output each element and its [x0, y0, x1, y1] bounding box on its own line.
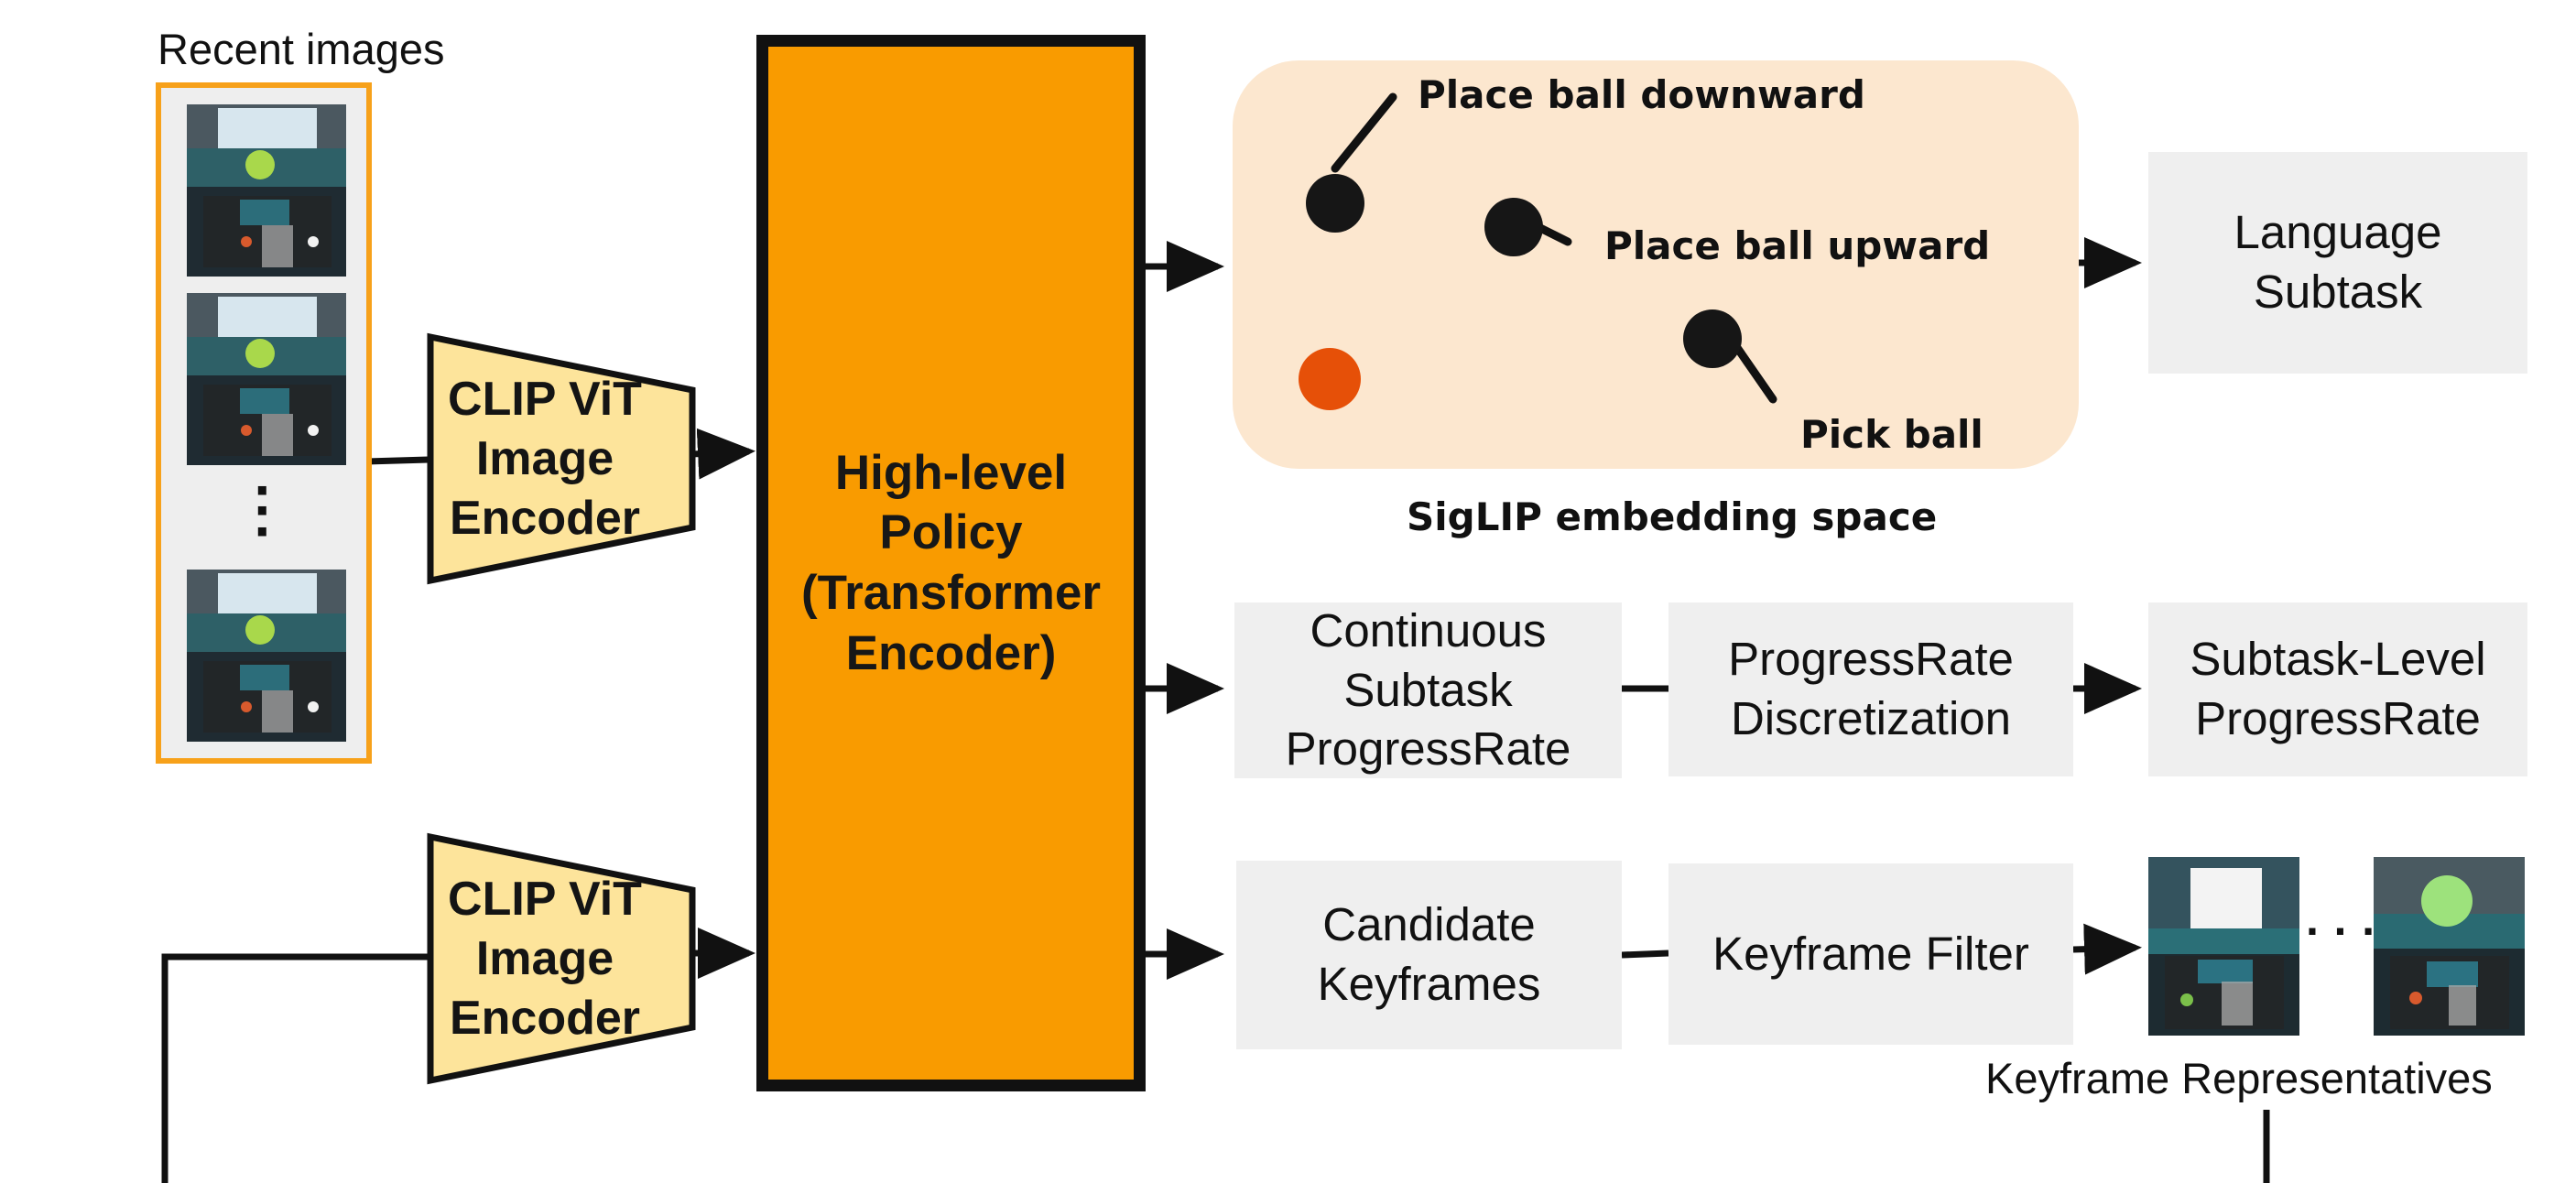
recent-image-thumbnail [187, 104, 346, 277]
arrow-encoder-to-policy [690, 428, 755, 480]
recent-image-thumbnail [187, 293, 346, 465]
progress-discretization-box: ProgressRate Discretization [1668, 602, 2073, 776]
label-place-ball-downward: Place ball downward [1418, 72, 1865, 117]
label-pick-ball: Pick ball [1800, 412, 1984, 457]
keyframe-representatives-caption: Keyframe Representatives [1985, 1054, 2493, 1102]
feedback-loop-line [161, 953, 2270, 1183]
recent-images-label: Recent images [158, 25, 445, 73]
connector-images-to-encoder [365, 456, 429, 465]
top-encoder-shape [427, 332, 696, 585]
candidate-keyframes-box: Candidate Keyframes [1236, 861, 1622, 1049]
continuous-progress-box: Continuous Subtask ProgressRate [1234, 602, 1622, 778]
subtask-level-progress-box: Subtask-Level ProgressRate [2148, 602, 2527, 776]
keyframe-representative-thumbnail [2148, 857, 2299, 1036]
top-encoder-label: CLIP ViT Image Encoder [448, 372, 642, 545]
bottom-encoder-shape [427, 832, 696, 1085]
vertical-ellipsis: · · · [254, 457, 274, 564]
label-place-ball-upward: Place ball upward [1604, 223, 1991, 268]
keyframe-representative-thumbnail [2374, 857, 2525, 1036]
language-subtask-box: Language Subtask [2148, 152, 2527, 374]
embedding-space-markers [1299, 92, 1777, 410]
embedding-point-place-ball-downward [1306, 174, 1364, 233]
recent-image-thumbnail [187, 570, 346, 742]
recent-images-panel: · · · [156, 82, 372, 764]
keyframe-filter-box: Keyframe Filter [1668, 863, 2073, 1045]
connector-candidates-to-filter [1621, 950, 1669, 959]
embedding-space-caption: SigLIP embedding space [1407, 494, 1938, 539]
embedding-point-pick-ball [1683, 309, 1742, 368]
embedding-space-panel [1233, 60, 2079, 469]
embedding-point-place-ball-upward [1484, 198, 1543, 256]
high-level-policy-box: High-level Policy (Transformer Encoder) [756, 35, 1146, 1091]
bottom-encoder-label: CLIP ViT Image Encoder [448, 872, 642, 1045]
keyframe-ellipsis: · · · [2306, 906, 2377, 957]
embedding-point-current [1299, 348, 1361, 410]
arrow-filter-to-representatives [2072, 923, 2142, 975]
